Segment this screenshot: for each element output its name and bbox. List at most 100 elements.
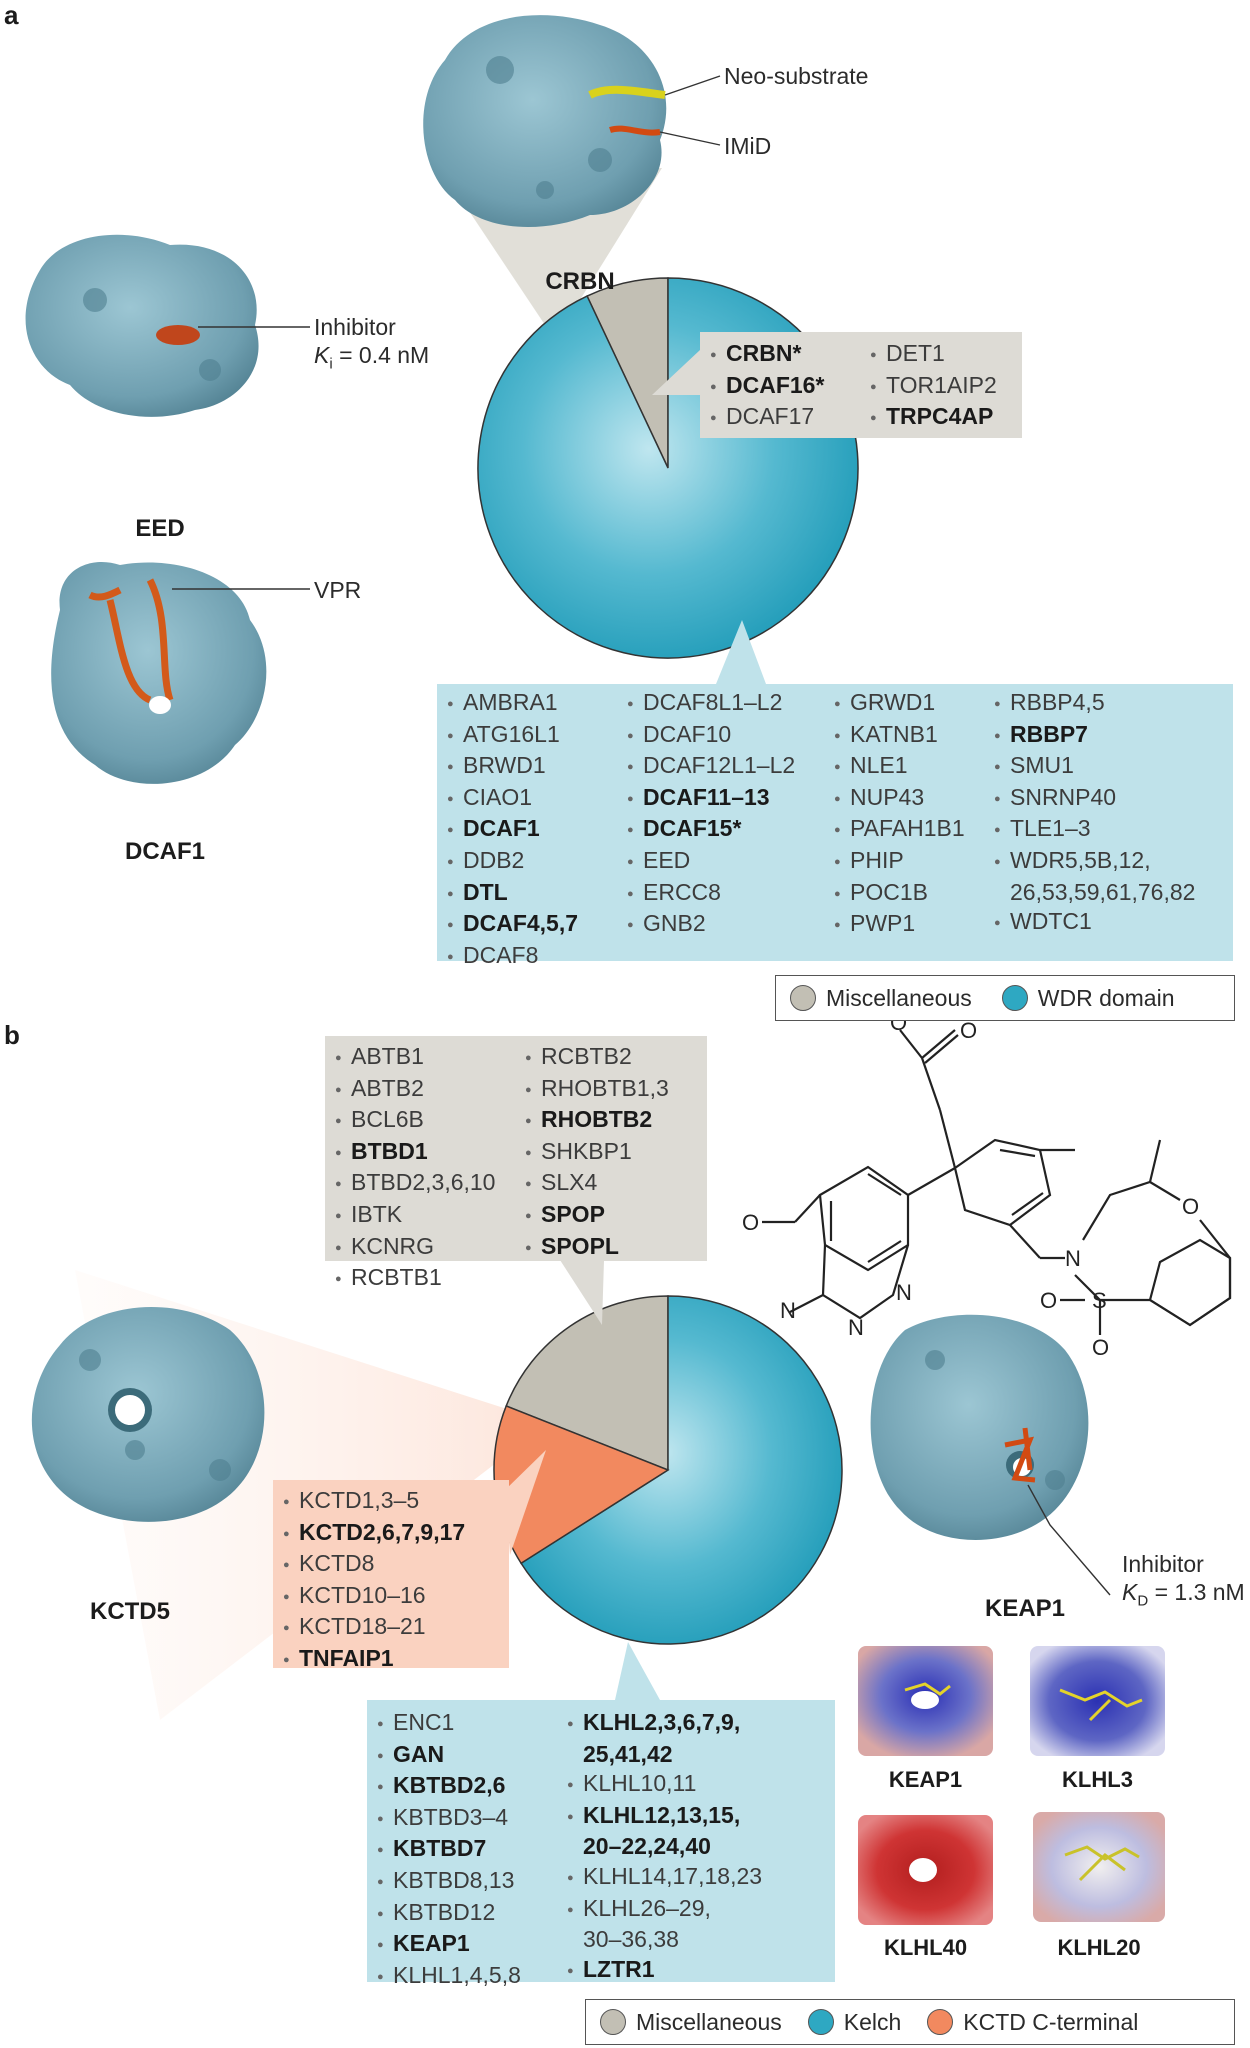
list-item: TRPC4AP (870, 402, 997, 434)
list-item: ERCC8 (627, 878, 795, 910)
klhl20-electrostatic-image (1033, 1812, 1165, 1922)
atom-o-carbonyl: O (960, 1018, 977, 1043)
list-item: DCAF17 (710, 402, 824, 434)
eed-structure-image (25, 234, 259, 417)
list-item: KCTD10–16 (283, 1581, 465, 1613)
wdr-list-col4: RBBP4,5RBBP7SMU1SNRNP40TLE1–3WDR5,5B,12,… (994, 688, 1195, 939)
kctd5-label: KCTD5 (89, 1598, 170, 1625)
list-item: WDR5,5B,12, (994, 846, 1195, 878)
keap1-kd-value: KD = 1.3 nM (1122, 1578, 1245, 1616)
misc-list-box-b: ABTB1ABTB2BCL6BBTBD1BTBD2,3,6,10IBTKKCNR… (325, 1036, 707, 1290)
legend-a-wdr-swatch (1001, 985, 1028, 1011)
list-item: ABTB1 (335, 1042, 495, 1074)
pie-chart-b (493, 1295, 843, 1645)
kelch-list-col1: ENC1GANKBTBD2,6KBTBD3–4KBTBD7KBTBD8,13KB… (377, 1708, 521, 1992)
list-item: 26,53,59,61,76,82 (1010, 878, 1196, 905)
list-item: RCBTB2 (525, 1042, 669, 1074)
klhl3-electrostatic-image (1030, 1646, 1165, 1756)
list-item: KBTBD3–4 (377, 1803, 521, 1835)
surface-label-keap1: KEAP1 (888, 1767, 963, 1792)
list-item: KLHL12,13,15, (567, 1801, 762, 1833)
keap1-inhibitor-leader (1027, 1484, 1111, 1596)
misc-list-b-col2: RCBTB2RHOBTB1,3RHOBTB2SHKBP1SLX4SPOPSPOP… (525, 1042, 669, 1263)
keap1-electrostatic-image (858, 1646, 993, 1756)
eed-label: EED (135, 515, 185, 542)
kctd-callout-pointer-b (505, 1450, 546, 1555)
list-item: TNFAIP1 (283, 1644, 465, 1676)
list-item: KLHL1,4,5,8 (377, 1961, 521, 1993)
eed-inhibitor-label: Inhibitor (314, 314, 396, 340)
ki-value: = 0.4 nM (332, 342, 430, 368)
legend-b-kelch-label: Kelch (843, 2008, 902, 2035)
kd-value: = 1.3 nM (1148, 1579, 1245, 1605)
list-item: SLX4 (525, 1168, 669, 1200)
legend-a-misc-swatch (790, 985, 816, 1011)
legend-b-misc-label: Miscellaneous (636, 2008, 782, 2035)
list-item: WDTC1 (994, 907, 1195, 939)
list-item: NLE1 (834, 751, 965, 783)
misc-callout-pointer-a (652, 350, 700, 395)
list-item: SNRNP40 (994, 783, 1195, 815)
legend-a: Miscellaneous WDR domain (775, 975, 1235, 1021)
list-item: KCTD8 (283, 1549, 465, 1581)
list-item: DCAF8L1–L2 (627, 688, 795, 720)
list-item: KLHL10,11 (567, 1769, 762, 1801)
kctd-list-col: KCTD1,3–5KCTD2,6,7,9,17KCTD8KCTD10–16KCT… (283, 1486, 465, 1676)
list-item: KLHL14,17,18,23 (567, 1862, 762, 1894)
atom-o-sulfonyl-2: O (1092, 1335, 1109, 1360)
legend-b-kctd-label: KCTD C-terminal (963, 2008, 1139, 2035)
list-item: ABTB2 (335, 1074, 495, 1106)
list-item: DCAF12L1–L2 (627, 751, 795, 783)
atom-n-sulfonamide: N (1065, 1246, 1081, 1271)
kctd-list-box: KCTD1,3–5KCTD2,6,7,9,17KCTD8KCTD10–16KCT… (273, 1480, 509, 1671)
atom-n-triazole-3: N (896, 1280, 912, 1305)
list-item: LZTR1 (567, 1955, 762, 1987)
keap1-label: KEAP1 (984, 1595, 1066, 1622)
list-item: GNB2 (627, 909, 795, 941)
keap1-structure-image (870, 1314, 1089, 1540)
ki-symbol: K (314, 342, 330, 368)
list-item: DCAF11–13 (627, 783, 795, 815)
list-item: KCTD18–21 (283, 1612, 465, 1644)
eed-ki-value: Ki = 0.4 nM (314, 341, 429, 379)
list-item: DCAF15* (627, 814, 795, 846)
list-item: DCAF1 (447, 814, 578, 846)
pie-b-slice-kelch (520, 1295, 843, 1645)
list-item: 25,41,42 (583, 1740, 673, 1767)
legend-b: Miscellaneous Kelch KCTD C-terminal (585, 1999, 1235, 2045)
legend-a-misc-label: Miscellaneous (826, 984, 972, 1011)
crbn-structure-image (423, 15, 667, 228)
list-item: KBTBD7 (377, 1834, 521, 1866)
list-item: ENC1 (377, 1708, 521, 1740)
list-item: RBBP7 (994, 720, 1195, 752)
list-item: BRWD1 (447, 751, 578, 783)
list-item: ATG16L1 (447, 720, 578, 752)
list-item: DCAF16* (710, 371, 824, 403)
list-item: DCAF8 (447, 941, 578, 973)
list-item: KCTD1,3–5 (283, 1486, 465, 1518)
imid-label: IMiD (724, 133, 772, 159)
kelch-list-col2: KLHL2,3,6,7,9,25,41,42KLHL10,11KLHL12,13… (567, 1708, 762, 1986)
kelch-list-box: ENC1GANKBTBD2,6KBTBD3–4KBTBD7KBTBD8,13KB… (367, 1700, 835, 1988)
surface-label-klhl40: KLHL40 (883, 1935, 968, 1960)
list-item: CIAO1 (447, 783, 578, 815)
list-item: DCAF10 (627, 720, 795, 752)
dcaf1-label: DCAF1 (124, 838, 205, 865)
list-item: KCTD2,6,7,9,17 (283, 1518, 465, 1550)
list-item: SHKBP1 (525, 1137, 669, 1169)
misc-list-a-col2: DET1TOR1AIP2TRPC4AP (870, 339, 997, 434)
list-item: EED (627, 846, 795, 878)
list-item: IBTK (335, 1200, 495, 1232)
inhibitor-chemical-structure (762, 1029, 1232, 1335)
kctd5-structure-image (31, 1307, 265, 1522)
misc-callout-pointer-b (560, 1260, 604, 1325)
keap1-inhibitor-label: Inhibitor (1122, 1551, 1204, 1577)
legend-b-misc-swatch (600, 2009, 626, 2035)
list-item: AMBRA1 (447, 688, 578, 720)
list-item: BTBD2,3,6,10 (335, 1168, 495, 1200)
misc-list-a-col1: CRBN*DCAF16*DCAF17 (710, 339, 824, 434)
list-item: KBTBD2,6 (377, 1771, 521, 1803)
list-item: 30–36,38 (583, 1926, 679, 1953)
legend-b-kelch-swatch (807, 2009, 834, 2035)
